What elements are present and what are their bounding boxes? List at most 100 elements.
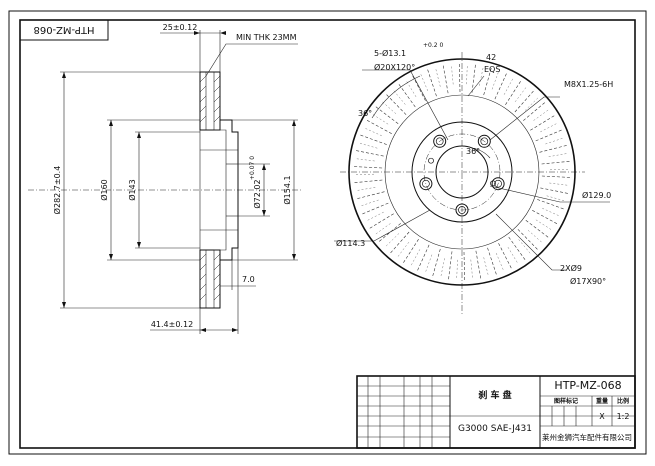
- dia-154-dim: Ø154.1: [282, 175, 292, 204]
- vent-slot-secondary: [385, 233, 400, 247]
- hub-hat: [199, 119, 239, 261]
- angle-arc-inner: [471, 147, 491, 159]
- vent-slot: [483, 66, 493, 96]
- vent-slot: [539, 144, 569, 153]
- vent-slot: [463, 251, 465, 283]
- vent-slot: [358, 134, 387, 145]
- vent-slot: [354, 149, 384, 157]
- friction-ring-bottom: [199, 249, 221, 309]
- holes-label-group: 5-Ø13.1 +0.2 0 Ø20X120°: [374, 42, 443, 72]
- small-holes-leader: [495, 213, 566, 271]
- hub-bore-dim-group: Ø72.02 +0.07 0: [249, 156, 262, 209]
- angle-inner-label: 36°: [466, 147, 480, 156]
- vent-slot-secondary: [420, 74, 428, 91]
- pcd-label: Ø129.0: [582, 190, 611, 200]
- slot-eqs-label: EQS: [484, 65, 500, 74]
- section-view: 25±0.12 MIN THK 23MM Ø282.7±0.4 Ø160 Ø14…: [28, 23, 302, 334]
- rotated-part-number-box: HTP-MZ-068: [19, 19, 109, 41]
- pcd2-label: Ø114.3: [336, 238, 365, 248]
- offset-dim: 7.0: [242, 275, 255, 284]
- small-holes-label: 2XØ9: [560, 263, 582, 273]
- vent-slot: [541, 160, 572, 165]
- thread-leader: [489, 96, 560, 141]
- vent-slot: [352, 179, 383, 184]
- vent-slot: [374, 105, 399, 124]
- vent-slot-secondary: [382, 101, 397, 114]
- dia-143-dim: Ø143: [127, 179, 137, 201]
- title-material: G3000 SAE-J431: [458, 424, 532, 434]
- friction-ring-top: [199, 71, 221, 131]
- pcd2-leader: [334, 209, 431, 242]
- vent-slot-secondary: [527, 230, 542, 243]
- vent-slot-secondary: [397, 241, 410, 257]
- title-block: HTP-MZ-068 刹 车 盘 G3000 SAE-J431 图样标记 重量 …: [356, 375, 636, 449]
- angle-outer-label: 36°: [358, 109, 372, 118]
- vent-slot-secondary: [357, 187, 376, 191]
- lug-hole-inner: [458, 206, 466, 214]
- holes-tolerance: +0.2 0: [423, 42, 443, 49]
- hub-bore-tolerance: +0.07 0: [249, 156, 256, 180]
- vent-slot: [487, 247, 498, 277]
- height-dim: 41.4±0.12: [151, 320, 193, 329]
- lug-hole-inner: [422, 179, 430, 188]
- outer-frame: [8, 10, 647, 455]
- vent-slot-secondary: [470, 259, 473, 278]
- title-part-number: HTP-MZ-068: [554, 379, 621, 392]
- vent-slot: [448, 251, 453, 282]
- vent-slot-secondary: [451, 66, 454, 85]
- vent-slot: [442, 63, 449, 94]
- vent-slot-secondary: [503, 78, 513, 95]
- lug-hole: [491, 177, 505, 191]
- vent-slot: [360, 202, 389, 215]
- rotor-inner-friction-circle: [384, 94, 540, 250]
- vent-slot: [471, 62, 476, 93]
- vent-slot: [411, 73, 426, 101]
- vent-slot: [367, 213, 394, 230]
- title-scale: 1:2: [617, 412, 630, 421]
- vent-slot: [523, 101, 547, 121]
- vent-slot-secondary: [540, 123, 557, 133]
- title-header-drawing-mark: 图样标记: [554, 397, 578, 405]
- slot-count-leader: [467, 75, 485, 97]
- vent-slot-secondary: [359, 143, 378, 149]
- vent-slot: [388, 231, 410, 255]
- vent-slot-secondary: [514, 87, 527, 103]
- vent-slot-secondary: [518, 239, 531, 254]
- vent-slot: [541, 175, 572, 178]
- vent-slot-secondary: [496, 253, 504, 270]
- lug-hole: [433, 134, 447, 148]
- lug-hole: [455, 203, 469, 217]
- center-bore: [435, 145, 489, 199]
- lug-hole-inner: [435, 137, 444, 146]
- vent-slot: [397, 82, 416, 108]
- vent-slot: [505, 79, 522, 105]
- holes-chamfer-label: Ø20X120°: [374, 62, 415, 72]
- vent-slot-secondary: [466, 66, 468, 85]
- pcd-circle: [423, 133, 501, 211]
- slot-count-label: 42: [486, 53, 496, 62]
- vent-slot: [508, 236, 527, 262]
- hat-circle: [411, 121, 513, 223]
- lug-hole: [477, 134, 491, 148]
- vent-slot-secondary: [533, 109, 549, 121]
- outer-diameter-dim: Ø282.7±0.4: [52, 166, 62, 215]
- title-header-scale: 比例: [617, 397, 629, 405]
- vent-slot: [416, 244, 430, 273]
- vent-slot: [498, 243, 513, 271]
- thread-label: M8X1.25-6H: [564, 80, 613, 89]
- vent-slot: [494, 71, 508, 100]
- vent-slot-secondary: [548, 153, 567, 157]
- vent-slot: [540, 187, 570, 195]
- lug-hole-inner: [494, 179, 502, 188]
- title-scale-mark: X: [599, 412, 605, 421]
- vent-slot-secondary: [372, 114, 389, 125]
- min-thk-note: MIN THK 23MM: [236, 33, 297, 42]
- vent-slot-secondary: [456, 259, 458, 278]
- vent-slot: [352, 166, 383, 169]
- vent-slot-secondary: [375, 223, 391, 235]
- vent-slot-secondary: [524, 97, 539, 111]
- vent-slot-secondary: [411, 249, 421, 266]
- vent-slot: [384, 92, 407, 115]
